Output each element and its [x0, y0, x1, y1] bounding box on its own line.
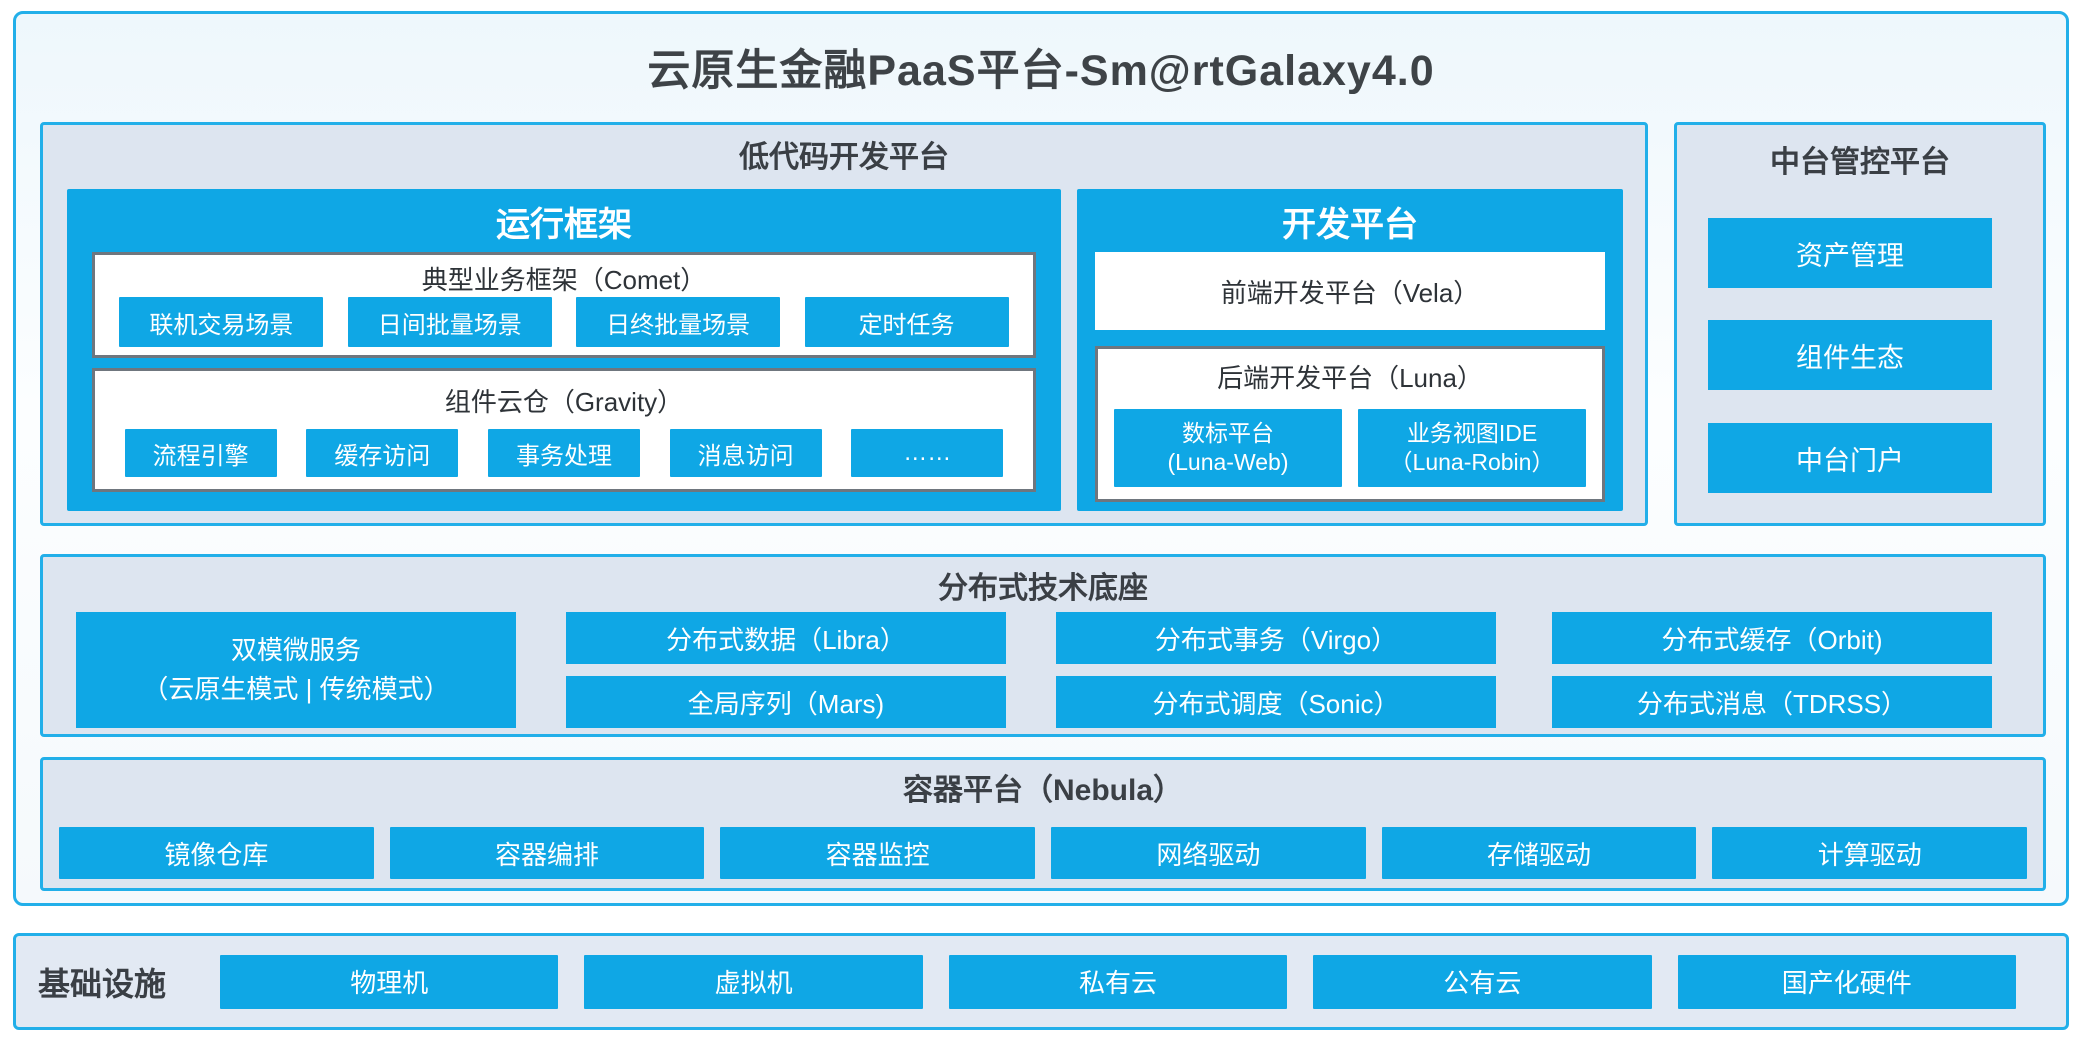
chip-luna-robin: 业务视图IDE （Luna-Robin） — [1358, 409, 1586, 487]
gravity-chip-row: 流程引擎 缓存访问 事务处理 消息访问 …… — [95, 429, 1033, 477]
comet-framework-box: 典型业务框架（Comet） 联机交易场景 日间批量场景 日终批量场景 定时任务 — [92, 252, 1036, 358]
chip-transaction-processing: 事务处理 — [487, 429, 640, 477]
box-distributed-cache-orbit: 分布式缓存（Orbit) — [1552, 612, 1992, 664]
chip-virtual-machine: 虚拟机 — [584, 954, 923, 1009]
box-distributed-data-libra: 分布式数据（Libra） — [566, 612, 1006, 664]
chip-message-access: 消息访问 — [669, 429, 822, 477]
chip-compute-driver: 计算驱动 — [1712, 827, 2028, 879]
infrastructure-label: 基础设施 — [38, 965, 167, 1002]
infrastructure-panel: 基础设施 物理机 虚拟机 私有云 公有云 国产化硬件 — [13, 933, 2069, 1030]
chip-domestic-hardware: 国产化硬件 — [1677, 954, 2016, 1009]
chip-daytime-batch: 日间批量场景 — [347, 297, 552, 347]
runtime-framework-panel: 运行框架 典型业务框架（Comet） 联机交易场景 日间批量场景 日终批量场景 … — [67, 189, 1061, 511]
distributed-base-title: 分布式技术底座 — [938, 572, 1148, 605]
box-global-sequence-mars: 全局序列（Mars) — [566, 676, 1006, 728]
box-component-ecosystem: 组件生态 — [1708, 320, 1992, 390]
lowcode-platform-title: 低代码开发平台 — [739, 141, 949, 174]
gravity-title: 组件云仓（Gravity） — [444, 387, 684, 417]
comet-title: 典型业务框架（Comet） — [421, 265, 707, 295]
dual-mode-line1: 双模微服务 — [230, 635, 361, 665]
chip-ellipsis: …… — [851, 429, 1004, 477]
chip-container-orchestration: 容器编排 — [389, 827, 705, 879]
luna-robin-code: （Luna-Robin） — [1389, 449, 1555, 475]
container-chip-row: 镜像仓库 容器编排 容器监控 网络驱动 存储驱动 计算驱动 — [59, 827, 2028, 879]
runtime-framework-title: 运行框架 — [496, 206, 632, 244]
chip-process-engine: 流程引擎 — [124, 429, 277, 477]
midplatform-control-panel: 中台管控平台 资产管理 组件生态 中台门户 — [1674, 122, 2046, 526]
box-asset-management: 资产管理 — [1708, 218, 1992, 288]
dual-mode-line2: （云原生模式 | 传统模式） — [142, 674, 450, 704]
dev-platform-panel: 开发平台 前端开发平台（Vela） 后端开发平台（Luna） 数标平台 (Lun… — [1077, 189, 1623, 511]
luna-title: 后端开发平台（Luna） — [1217, 363, 1483, 393]
vela-frontend-box: 前端开发平台（Vela） — [1095, 252, 1605, 330]
midplatform-title: 中台管控平台 — [1770, 146, 1950, 179]
main-container: 云原生金融PaaS平台-Sm@rtGalaxy4.0 低代码开发平台 运行框架 … — [13, 11, 2069, 906]
box-distributed-message-tdrss: 分布式消息（TDRSS） — [1552, 676, 1992, 728]
comet-chip-row: 联机交易场景 日间批量场景 日终批量场景 定时任务 — [95, 297, 1033, 347]
chip-scheduled-task: 定时任务 — [804, 297, 1009, 347]
chip-network-driver: 网络驱动 — [1051, 827, 1366, 879]
chip-luna-web: 数标平台 (Luna-Web) — [1114, 409, 1342, 487]
chip-image-registry: 镜像仓库 — [59, 827, 374, 879]
chip-eod-batch: 日终批量场景 — [576, 297, 781, 347]
vela-title: 前端开发平台（Vela） — [1220, 277, 1480, 308]
distributed-base-panel: 分布式技术底座 双模微服务 （云原生模式 | 传统模式） 分布式数据（Libra… — [40, 554, 2046, 737]
infrastructure-chip-row: 物理机 虚拟机 私有云 公有云 国产化硬件 — [220, 954, 2016, 1009]
luna-backend-box: 后端开发平台（Luna） 数标平台 (Luna-Web) 业务视图IDE （Lu… — [1095, 346, 1605, 502]
lowcode-platform-panel: 低代码开发平台 运行框架 典型业务框架（Comet） 联机交易场景 日间批量场景… — [40, 122, 1648, 526]
container-platform-title: 容器平台（Nebula） — [902, 774, 1184, 807]
gravity-warehouse-box: 组件云仓（Gravity） 流程引擎 缓存访问 事务处理 消息访问 …… — [92, 368, 1036, 492]
box-distributed-transaction-virgo: 分布式事务（Virgo） — [1056, 612, 1496, 664]
chip-online-trading: 联机交易场景 — [119, 297, 324, 347]
chip-private-cloud: 私有云 — [948, 954, 1288, 1009]
chip-cache-access: 缓存访问 — [306, 429, 459, 477]
box-dual-mode-microservices: 双模微服务 （云原生模式 | 传统模式） — [76, 612, 516, 728]
dev-platform-title: 开发平台 — [1282, 206, 1418, 244]
box-midplatform-portal: 中台门户 — [1708, 423, 1992, 493]
chip-storage-driver: 存储驱动 — [1381, 827, 1697, 879]
chip-physical-machine: 物理机 — [220, 954, 559, 1009]
luna-web-name: 数标平台 — [1182, 420, 1274, 447]
page-title: 云原生金融PaaS平台-Sm@rtGalaxy4.0 — [647, 47, 1435, 95]
chip-public-cloud: 公有云 — [1313, 954, 1652, 1009]
chip-container-monitoring: 容器监控 — [720, 827, 1036, 879]
luna-chip-row: 数标平台 (Luna-Web) 业务视图IDE （Luna-Robin） — [1098, 409, 1602, 487]
container-platform-panel: 容器平台（Nebula） 镜像仓库 容器编排 容器监控 网络驱动 存储驱动 计算… — [40, 757, 2046, 891]
box-distributed-scheduling-sonic: 分布式调度（Sonic） — [1056, 676, 1496, 728]
luna-robin-name: 业务视图IDE — [1406, 420, 1538, 447]
luna-web-code: (Luna-Web) — [1167, 449, 1289, 475]
